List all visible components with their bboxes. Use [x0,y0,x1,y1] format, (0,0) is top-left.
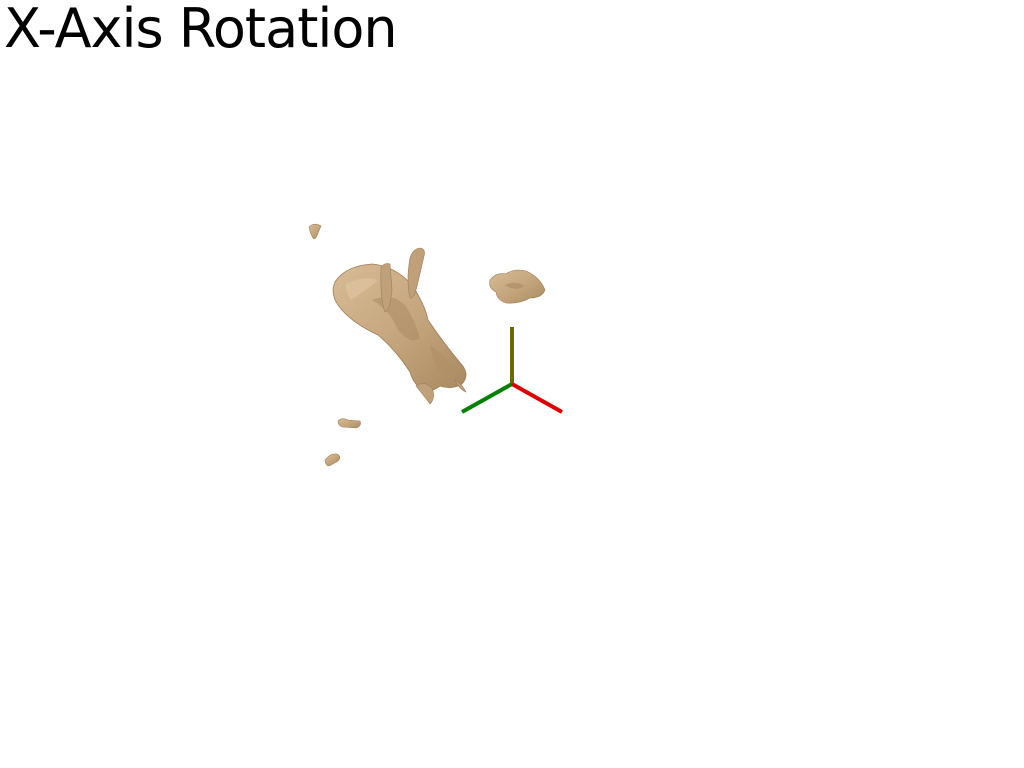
mesh-fragment-lower-1 [337,418,361,429]
mesh-fragment-head [489,269,546,304]
mesh-fragment-lower-2 [324,453,341,467]
mesh-fragment-top [308,223,322,240]
y-axis-line [461,382,513,414]
plot-title: X-Axis Rotation [4,0,398,60]
axes-triad [461,327,563,414]
x-axis-line [511,382,563,414]
cow-mesh [332,247,467,405]
